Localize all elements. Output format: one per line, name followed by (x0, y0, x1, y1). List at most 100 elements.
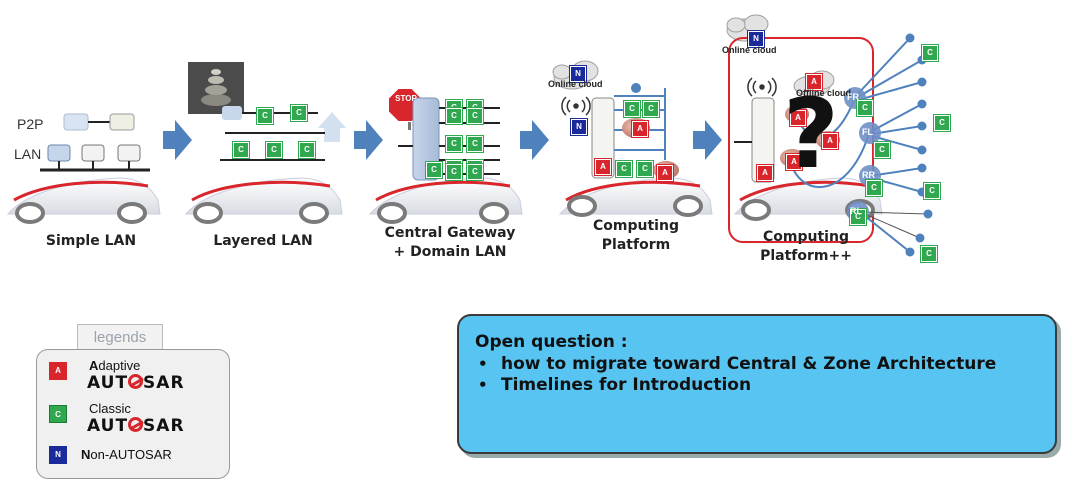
ecu-box (117, 144, 141, 162)
online-cloud-label: Online cloud (722, 45, 777, 55)
zone-label: FR (847, 92, 859, 102)
stage-label-layered-lan: Layered LAN (213, 233, 313, 249)
badge-classic: C (624, 101, 640, 117)
badge-classic: C (446, 136, 462, 152)
ecu-box (63, 113, 89, 131)
autosar-logo: AUT SAR (87, 373, 185, 393)
badge-classic: C (467, 136, 483, 152)
stage-label-computing-platform-plus: Computing Platform++ (736, 228, 876, 266)
open-question-box: Open question : how to migrate toward Ce… (457, 314, 1057, 454)
antenna-icon (561, 96, 591, 116)
legend-title: legends (77, 324, 163, 352)
badge-classic: C (921, 246, 937, 262)
caption-line: + Domain LAN (393, 244, 507, 260)
legend-non-autosar-swatch: N (49, 446, 67, 464)
open-question-list: how to migrate toward Central & Zone Arc… (475, 354, 1039, 396)
zone-label: RR (862, 170, 875, 180)
autosar-logo-text-b: SAR (143, 416, 185, 436)
badge-classic: C (467, 164, 483, 180)
ecu-box (81, 144, 105, 162)
badge-non-autosar: N (571, 119, 587, 135)
stage-simple-lan (6, 113, 161, 224)
badge-classic: C (299, 142, 315, 158)
badge-classic: C (291, 105, 307, 121)
caption-line: Platform (601, 237, 671, 253)
stage-layered-lan (184, 62, 346, 224)
legend-prefix: A (89, 358, 99, 373)
badge-adaptive: A (595, 159, 611, 175)
open-question-item: how to migrate toward Central & Zone Arc… (475, 354, 1039, 375)
badge-adaptive: A (790, 110, 806, 126)
badge-adaptive: A (806, 74, 822, 90)
caption-line: Computing (593, 218, 679, 234)
legend-classic-label: Classic (89, 401, 131, 416)
car-silhouette (6, 177, 161, 224)
badge-classic: C (874, 142, 890, 158)
offline-cloud-label: Offline cloud (796, 88, 851, 98)
caption-line: Platform++ (760, 248, 852, 264)
transition-arrow (354, 120, 383, 160)
stop-sign-text: STOP (395, 94, 417, 103)
legend-adaptive-label: Adaptive (89, 358, 140, 373)
stage-label-computing-platform: Computing Platform (566, 217, 706, 255)
badge-classic: C (922, 45, 938, 61)
transition-arrow (520, 120, 549, 160)
autosar-logo-text-a: AUT (87, 416, 129, 436)
badge-adaptive: A (822, 133, 838, 149)
central-gateway-box (412, 97, 440, 181)
autosar-logo: AUT SAR (87, 416, 185, 436)
zone-label: RL (850, 206, 862, 216)
stage-label-simple-lan: Simple LAN (45, 233, 137, 249)
badge-adaptive: A (757, 165, 773, 181)
autosar-logo-text-a: AUT (87, 373, 129, 393)
antenna-icon (747, 77, 777, 97)
badge-classic: C (616, 161, 632, 177)
open-question-title: Open question : (475, 332, 628, 352)
stage-computing-platform-plus (726, 14, 933, 257)
stage-label-central-gateway: Central Gateway + Domain LAN (380, 224, 520, 262)
badge-adaptive: A (786, 154, 802, 170)
badge-classic: C (857, 100, 873, 116)
badge-classic: C (446, 164, 462, 180)
question-mark: ? (783, 78, 839, 190)
badge-classic: C (637, 161, 653, 177)
zone-label: FL (862, 127, 873, 137)
autosar-logo-text-b: SAR (143, 373, 185, 393)
ecu-box (47, 144, 71, 162)
legend-adaptive-swatch: A (49, 362, 67, 380)
autosar-o-icon (128, 374, 144, 389)
open-question-item: Timelines for Introduction (475, 375, 1039, 396)
badge-adaptive: A (657, 165, 673, 181)
central-computer (751, 97, 775, 183)
badge-classic: C (866, 180, 882, 196)
legend-box: A Adaptive AUT SAR C Classic AUT SAR N Non… (36, 349, 230, 479)
badge-classic: C (924, 183, 940, 199)
legend-prefix: C (89, 401, 99, 416)
legend-classic-swatch: C (49, 405, 67, 423)
badge-classic: C (233, 142, 249, 158)
autosar-o-icon (128, 417, 144, 432)
transition-arrow (163, 120, 192, 160)
badge-classic: C (257, 108, 273, 124)
badge-adaptive: A (632, 121, 648, 137)
badge-classic: C (266, 142, 282, 158)
badge-classic: C (850, 209, 866, 225)
legend-rest: daptive (98, 358, 141, 373)
legend-non-autosar-label: Non-AUTOSAR (81, 447, 172, 462)
legend-prefix: N (81, 447, 91, 462)
central-computer (591, 97, 615, 179)
transition-arrow (693, 120, 722, 160)
badge-classic: C (934, 115, 950, 131)
badge-non-autosar: N (570, 66, 586, 82)
ecu-box (109, 113, 135, 131)
legend-rest: lassic (98, 401, 131, 416)
p2p-label: P2P (17, 116, 44, 132)
caption-line: Central Gateway (384, 225, 516, 241)
badge-classic: C (643, 101, 659, 117)
badge-classic: C (426, 162, 442, 178)
badge-classic: C (467, 108, 483, 124)
online-cloud-icon (726, 14, 769, 42)
legend-rest: on-AUTOSAR (90, 447, 172, 462)
